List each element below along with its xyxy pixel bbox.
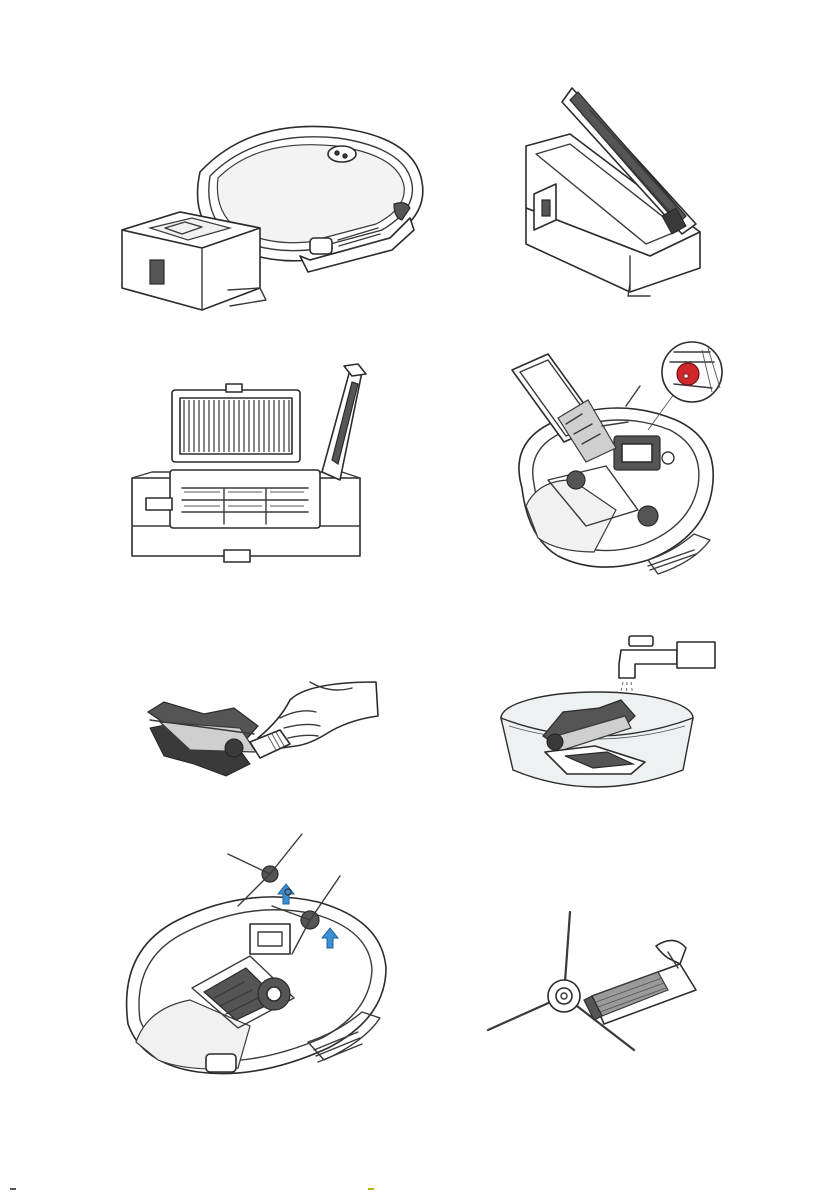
- figure-filter-removal: [128, 360, 373, 575]
- figure-dustbin-removal: [110, 110, 430, 325]
- figure-main-brush-removal: [498, 330, 738, 580]
- figure-dustbin-lid-open: [510, 84, 725, 304]
- illustration-brush-cleaning-tool: [130, 672, 380, 797]
- figure-brush-cleaning-tool: [130, 672, 380, 797]
- illustration-side-brush-install: [118, 828, 393, 1086]
- page-edge-mark: [10, 1188, 16, 1190]
- illustration-filter-removal: [128, 360, 373, 575]
- figure-brush-rinse-under-tap: [495, 630, 725, 795]
- page-edge-mark: [368, 1188, 374, 1190]
- illustration-side-brush-and-cleaning-tool: [484, 908, 704, 1056]
- illustration-main-brush-removal: [498, 330, 738, 580]
- illustration-dustbin-lid-open: [510, 84, 725, 304]
- illustration-dustbin-removal: [110, 110, 430, 325]
- brush-release-latch-highlight: [677, 363, 699, 385]
- illustration-brush-rinse-under-tap: [495, 630, 725, 795]
- figure-side-brush-install: [118, 828, 393, 1086]
- figure-side-brush-and-cleaning-tool: [484, 908, 704, 1056]
